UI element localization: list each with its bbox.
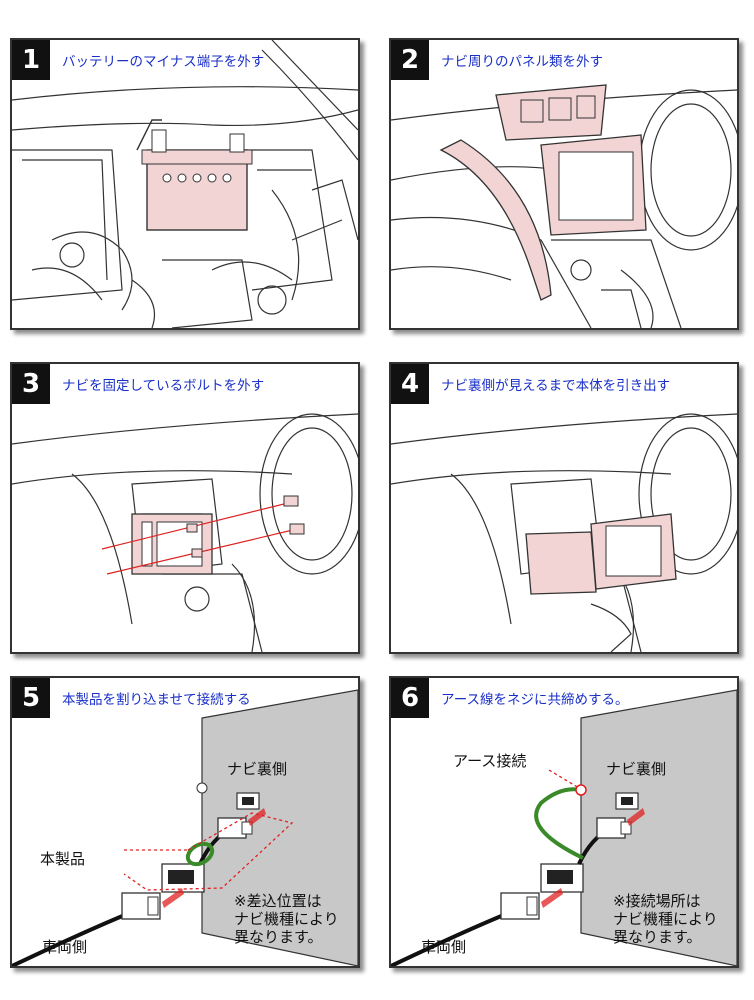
insert-arrow-icon: [162, 808, 266, 908]
step-title: バッテリーのマイナス端子を外す: [62, 54, 265, 70]
battery-icon: [136, 119, 253, 231]
step-number: 5: [12, 678, 50, 718]
vehicle-connector-icon: [500, 892, 540, 920]
vehicle-side-label: 車両側: [421, 938, 467, 956]
navi-unit-icon: [525, 513, 677, 595]
step-title: ナビ裏側が見えるまで本体を引き出す: [441, 378, 671, 394]
step-number: 1: [12, 40, 50, 80]
panel-bezel-icon: [439, 84, 647, 301]
step-title: ナビ周りのパネル類を外す: [441, 54, 603, 70]
vehicle-side-label: 車両側: [42, 938, 88, 956]
product-plug-icon: [596, 817, 632, 839]
connection-diagram: [12, 689, 358, 966]
step-2-panel: 2 ナビ周りのパネル類を外す: [389, 38, 739, 330]
step-number: 3: [12, 364, 50, 404]
insert-arrow-icon: [541, 808, 645, 908]
insertion-note: ※差込位置はナビ機種により異なります。: [234, 892, 339, 946]
step-number: 6: [391, 678, 429, 718]
step-3-panel: 3 ナビを固定しているボルトを外す: [10, 362, 360, 654]
product-plug-icon: [217, 817, 253, 839]
product-connector-icon: [161, 863, 205, 893]
product-connector-icon: [540, 863, 584, 893]
navi-back-label: ナビ裏側: [227, 760, 288, 778]
step-4-panel: 4 ナビ裏側が見えるまで本体を引き出す: [389, 362, 739, 654]
earth-connection-diagram: [391, 689, 737, 966]
earth-connection-label: アース接続: [453, 752, 527, 770]
earth-wire: [534, 787, 584, 860]
step-6-panel: 6 アース線をネジに共締めする。 アース接続 ナビ裏側 車両側 ※接続場所はナビ…: [389, 676, 739, 968]
earth-screw-icon: [575, 784, 587, 796]
step-number: 2: [391, 40, 429, 80]
step-title: 本製品を割り込ませて接続する: [62, 692, 251, 708]
engine-bay-illustration: [12, 40, 358, 328]
location-note: ※接続場所はナビ機種により異なります。: [613, 892, 718, 946]
step-title: ナビを固定しているボルトを外す: [62, 378, 265, 394]
step-1-panel: 1 バッテリーのマイナス端子を外す: [10, 38, 360, 330]
step-title: アース線をネジに共締めする。: [441, 692, 629, 708]
navi-back-label: ナビ裏側: [606, 760, 667, 778]
step-5-panel: 5 本製品を割り込ませて接続する ナビ裏側 本製品 車両側 ※差込位置はナビ機種…: [10, 676, 360, 968]
product-label: 本製品: [40, 850, 86, 868]
dashboard-panel-illustration: [391, 84, 737, 328]
pull-out-illustration: [391, 413, 737, 652]
bolt-removal-illustration: [12, 413, 358, 652]
vehicle-connector-icon: [121, 892, 161, 920]
step-number: 4: [391, 364, 429, 404]
bolt-icon: [186, 495, 305, 558]
